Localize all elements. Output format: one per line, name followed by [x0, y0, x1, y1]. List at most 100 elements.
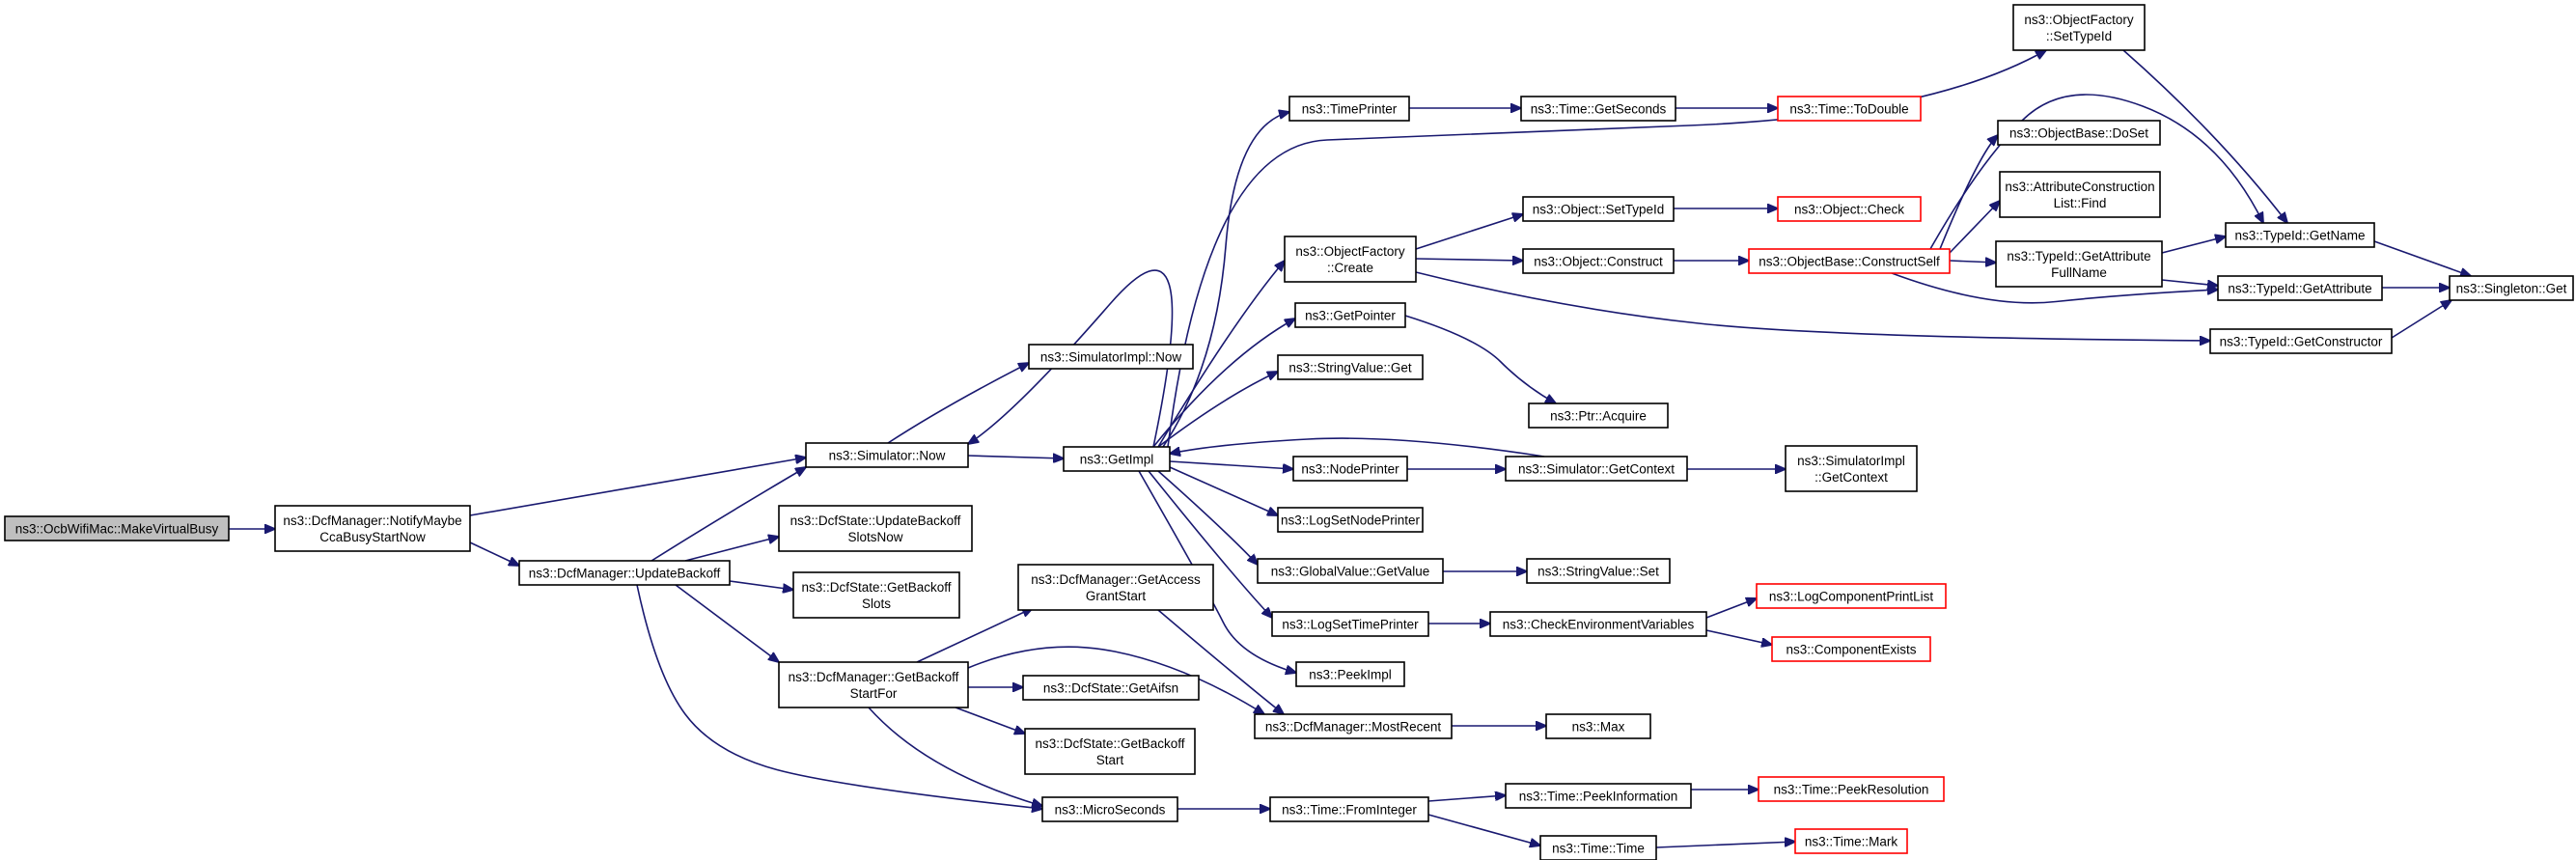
node-label: ns3::Time::Mark	[1805, 835, 1898, 849]
node-objBaseDoSet[interactable]: ns3::ObjectBase::DoSet	[1997, 120, 2161, 146]
node-logSetTimePrinter[interactable]: ns3::LogSetTimePrinter	[1271, 611, 1429, 637]
node-logCompPrintList[interactable]: ns3::LogComponentPrintList	[1756, 583, 1947, 609]
edge-notify-to-simNow	[469, 458, 806, 516]
node-updateBackoff[interactable]: ns3::DcfManager::UpdateBackoff	[518, 560, 731, 586]
node-getAifsn[interactable]: ns3::DcfState::GetAifsn	[1022, 675, 1200, 701]
node-label: SlotsNow	[847, 530, 902, 544]
node-box	[1785, 445, 1918, 492]
node-label: ns3::ObjectBase::DoSet	[2009, 126, 2148, 141]
node-objFactorySetTypeId[interactable]: ns3::ObjectFactory::SetTypeId	[2012, 4, 2146, 51]
node-box	[792, 571, 960, 619]
node-stringValueSet[interactable]: ns3::StringValue::Set	[1526, 558, 1671, 584]
edge-constructSelf-to-typeIdGetAttrFull	[1949, 261, 1996, 263]
node-box	[2225, 222, 2375, 248]
edge-getPointer-to-ptrAcquire	[1404, 315, 1556, 403]
edge-objFactoryCreate-to-objSetTypeId	[1415, 214, 1523, 250]
node-label: ns3::Max	[1572, 720, 1625, 735]
node-box	[518, 560, 731, 586]
node-simNow[interactable]: ns3::Simulator::Now	[805, 442, 969, 468]
node-max[interactable]: ns3::Max	[1545, 713, 1651, 739]
nodes-layer: ns3::OcbWifiMac::MakeVirtualBusyns3::Dcf…	[4, 4, 2574, 860]
node-microSeconds[interactable]: ns3::MicroSeconds	[1041, 796, 1178, 822]
node-notify[interactable]: ns3::DcfManager::NotifyMaybeCcaBusyStart…	[274, 505, 471, 552]
node-label: FullName	[2051, 265, 2107, 280]
node-label: ns3::Object::Check	[1794, 203, 1904, 217]
node-label: ns3::ObjectFactory	[1295, 244, 1405, 259]
node-timeMark[interactable]: ns3::Time::Mark	[1794, 828, 1908, 854]
node-stringValueGet[interactable]: ns3::StringValue::Get	[1277, 354, 1424, 380]
node-peekInfo[interactable]: ns3::Time::PeekInformation	[1505, 783, 1692, 809]
node-logSetNodePrinter[interactable]: ns3::LogSetNodePrinter	[1277, 507, 1424, 533]
node-label: ns3::OcbWifiMac::MakeVirtualBusy	[15, 522, 219, 537]
node-objFactoryCreate[interactable]: ns3::ObjectFactory::Create	[1284, 236, 1417, 283]
node-typeIdGetAttribute[interactable]: ns3::TypeId::GetAttribute	[2217, 275, 2383, 301]
node-mostRecent[interactable]: ns3::DcfManager::MostRecent	[1254, 713, 1453, 739]
node-box	[1777, 196, 1922, 222]
node-timeFromInteger[interactable]: ns3::Time::FromInteger	[1269, 796, 1429, 822]
node-label: ns3::GetImpl	[1080, 453, 1154, 467]
node-constructSelf[interactable]: ns3::ObjectBase::ConstructSelf	[1748, 248, 1951, 274]
node-box	[1522, 196, 1675, 222]
node-box	[274, 505, 471, 552]
node-label: ns3::DcfState::GetAifsn	[1043, 681, 1178, 696]
node-label: ns3::ObjectBase::ConstructSelf	[1759, 255, 1940, 269]
node-simImplNow[interactable]: ns3::SimulatorImpl::Now	[1028, 344, 1194, 370]
node-label: ns3::DcfManager::NotifyMaybe	[283, 513, 461, 528]
node-root[interactable]: ns3::OcbWifiMac::MakeVirtualBusy	[4, 515, 230, 541]
node-label: CcaBusyStartNow	[319, 530, 426, 544]
node-objSetTypeId[interactable]: ns3::Object::SetTypeId	[1522, 196, 1675, 222]
node-peekResolution[interactable]: ns3::Time::PeekResolution	[1758, 776, 1945, 802]
node-timePrinter[interactable]: ns3::TimePrinter	[1288, 96, 1410, 122]
node-label: ns3::Time::PeekInformation	[1519, 790, 1678, 804]
node-checkEnv[interactable]: ns3::CheckEnvironmentVariables	[1489, 611, 1707, 637]
node-peekImpl[interactable]: ns3::PeekImpl	[1295, 661, 1405, 687]
node-box	[2449, 275, 2574, 301]
node-typeIdGetName[interactable]: ns3::TypeId::GetName	[2225, 222, 2375, 248]
node-ptrAcquire[interactable]: ns3::Ptr::Acquire	[1528, 402, 1669, 429]
node-label: ns3::CheckEnvironmentVariables	[1503, 618, 1695, 632]
node-box	[1520, 96, 1676, 122]
node-getImpl[interactable]: ns3::GetImpl	[1063, 446, 1171, 472]
node-typeIdGetConstructor[interactable]: ns3::TypeId::GetConstructor	[2209, 328, 2393, 354]
edge-updateBackoff-to-updBackoffSlots	[684, 537, 779, 562]
node-box	[1254, 713, 1453, 739]
node-label: ns3::DcfManager::GetAccess	[1031, 572, 1201, 587]
edge-constructSelf-to-objBaseDoSet	[1939, 135, 1998, 250]
node-box	[1794, 828, 1908, 854]
edge-getImpl-to-logSetTimePrinter	[1148, 470, 1272, 618]
node-nodePrinter[interactable]: ns3::NodePrinter	[1292, 456, 1408, 482]
node-label: ns3::SimulatorImpl::Now	[1040, 350, 1182, 365]
node-label: ns3::Simulator::GetContext	[1518, 462, 1675, 477]
node-globalValueGet[interactable]: ns3::GlobalValue::GetValue	[1257, 558, 1444, 584]
edge-updateBackoff-to-simNow	[651, 467, 806, 562]
node-box	[1294, 302, 1406, 328]
node-objConstruct[interactable]: ns3::Object::Construct	[1522, 248, 1675, 274]
node-label: ns3::ObjectFactory	[2024, 13, 2134, 27]
node-timeGetSeconds[interactable]: ns3::Time::GetSeconds	[1520, 96, 1676, 122]
edge-updateBackoff-to-getBackoffStartFor	[675, 584, 779, 662]
node-timeToDouble[interactable]: ns3::Time::ToDouble	[1777, 96, 1922, 122]
node-singletonGet[interactable]: ns3::Singleton::Get	[2449, 275, 2574, 301]
node-label: ns3::PeekImpl	[1309, 668, 1392, 682]
node-label: ns3::DcfManager::MostRecent	[1265, 720, 1442, 735]
node-objectCheck[interactable]: ns3::Object::Check	[1777, 196, 1922, 222]
node-componentExists[interactable]: ns3::ComponentExists	[1771, 636, 1931, 662]
node-label: ns3::DcfState::GetBackoff	[801, 580, 951, 595]
node-simImplGetContext[interactable]: ns3::SimulatorImpl::GetContext	[1785, 445, 1918, 492]
edge-getImpl-to-globalValueGet	[1157, 470, 1258, 565]
node-label: Slots	[862, 596, 891, 611]
node-simGetContext[interactable]: ns3::Simulator::GetContext	[1505, 456, 1688, 482]
node-timeTime[interactable]: ns3::Time::Time	[1539, 835, 1657, 860]
node-getPointer[interactable]: ns3::GetPointer	[1294, 302, 1406, 328]
node-label: ns3::LogSetNodePrinter	[1281, 513, 1421, 528]
edge-getImpl-to-stringValueGet	[1157, 372, 1278, 448]
node-label: ns3::Time::ToDouble	[1789, 102, 1908, 117]
edge-constructSelf-to-typeIdGetAttribute	[1891, 272, 2218, 304]
